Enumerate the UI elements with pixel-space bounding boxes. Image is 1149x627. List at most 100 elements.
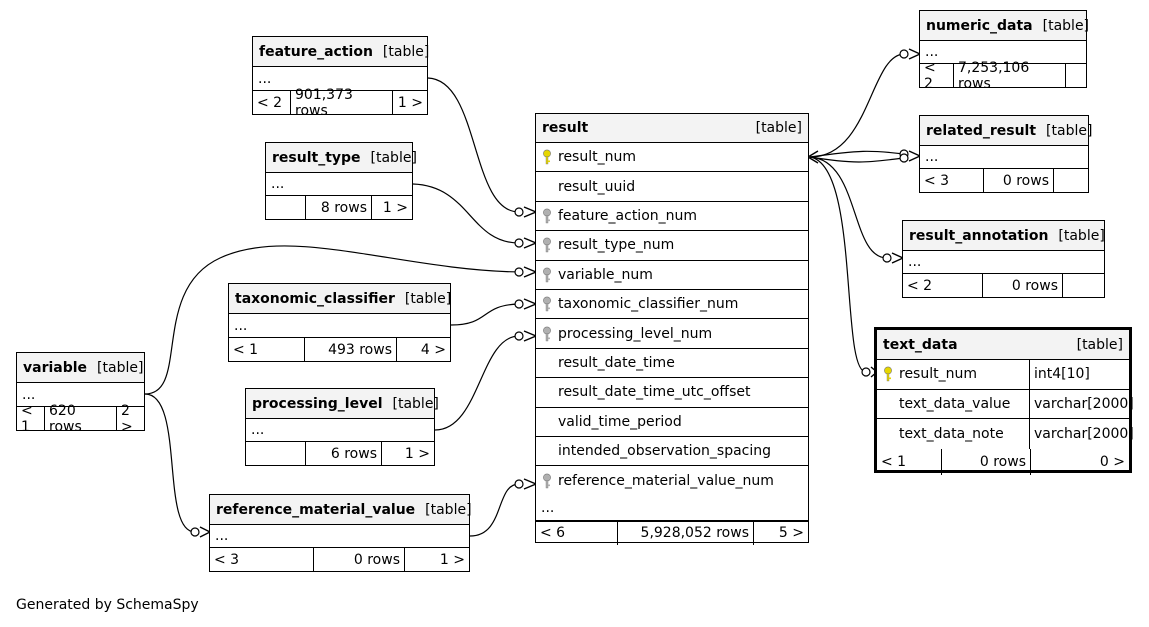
columns-ellipsis: ... (246, 419, 434, 442)
parent-count: < 2 (253, 91, 291, 114)
child-count: 1 > (404, 445, 430, 462)
row-count: 901,373 rows (291, 87, 393, 119)
parent-count (266, 196, 306, 219)
table-kind: [table] (1058, 227, 1105, 244)
column-row[interactable]: text_data_note varchar[2000] (877, 419, 1134, 449)
table-name: result (542, 120, 589, 136)
key-slot (536, 437, 558, 465)
column-row[interactable]: result_num int4[10] (877, 360, 1129, 390)
child-count (1066, 64, 1086, 87)
column-type: varchar[2000] (1029, 389, 1134, 419)
edge-related-result-2 (809, 156, 905, 163)
column-row[interactable]: result_num (536, 143, 808, 173)
row-count: 0 rows (984, 169, 1054, 192)
column-name: result_date_time_utc_offset (558, 384, 751, 401)
row-count: 8 rows (306, 196, 372, 219)
columns-ellipsis: ... (536, 496, 808, 521)
column-name: reference_material_value_num (558, 472, 774, 489)
edge-result-type (412, 183, 520, 244)
table-related-result[interactable]: related_result [table] ... < 3 0 rows (919, 115, 1092, 193)
table-kind: [table] (97, 359, 144, 376)
row-count: 5,928,052 rows (618, 521, 754, 545)
row-count: 0 rows (942, 448, 1031, 475)
column-name: intended_observation_spacing (558, 443, 772, 460)
column-row[interactable]: result_type_num (536, 231, 808, 261)
column-name: result_type_num (558, 237, 675, 254)
column-name: feature_action_num (558, 207, 698, 224)
edge-text-data (809, 156, 867, 373)
foreign-key-icon (536, 466, 558, 495)
column-row[interactable]: feature_action_num (536, 202, 808, 232)
row-count: 493 rows (305, 338, 397, 361)
column-row[interactable]: intended_observation_spacing (536, 437, 808, 467)
column-type: varchar[2000] (1029, 419, 1134, 449)
edge-processing-level (434, 335, 520, 431)
column-name: variable_num (558, 266, 653, 283)
table-kind: [table] (755, 120, 802, 136)
row-count: 620 rows (45, 403, 117, 435)
row-count: 7,253,106 rows (954, 60, 1066, 92)
column-name: taxonomic_classifier_num (558, 296, 739, 313)
columns-ellipsis: ... (903, 251, 1104, 274)
edge-numeric-data (809, 53, 905, 158)
column-name: text_data_note (899, 425, 1004, 442)
column-row[interactable]: result_date_time (536, 349, 808, 379)
parent-count: < 2 (903, 274, 983, 297)
child-count (1063, 274, 1104, 297)
table-name: result_annotation (909, 227, 1049, 244)
foreign-key-icon (536, 231, 558, 259)
child-count (1054, 169, 1088, 192)
primary-key-icon (877, 360, 899, 389)
row-count: 0 rows (314, 548, 405, 571)
table-kind: [table] (1042, 17, 1090, 34)
foreign-key-icon (536, 290, 558, 318)
table-name: result_type (272, 149, 361, 166)
columns-ellipsis: ... (253, 67, 427, 91)
column-type: int4[10] (1029, 360, 1129, 389)
column-name: valid_time_period (558, 413, 682, 430)
edge-feature-action (427, 77, 520, 213)
generated-by-footer: Generated by SchemaSpy (16, 597, 199, 613)
column-row[interactable]: result_uuid (536, 172, 808, 202)
table-result-type[interactable]: result_type [table] ... 8 rows 1 > (265, 142, 417, 220)
table-variable[interactable]: variable [table] ... < 1 620 rows 2 > (16, 352, 145, 435)
table-processing-level[interactable]: processing_level [table] ... 6 rows 1 > (245, 388, 439, 466)
child-count: 1 > (397, 94, 423, 111)
edge-reference-material (469, 483, 520, 537)
column-row[interactable]: reference_material_value_num (536, 466, 808, 495)
table-reference-material-value[interactable]: reference_material_value [table] ... < 3… (209, 494, 472, 572)
key-slot (877, 390, 899, 419)
table-result-annotation[interactable]: result_annotation [table] ... < 2 0 rows (902, 220, 1105, 298)
child-count: 4 > (420, 341, 446, 358)
parent-count: < 2 (920, 60, 954, 92)
child-count: 1 > (439, 551, 465, 568)
column-name: text_data_value (899, 395, 1011, 412)
table-name: related_result (926, 122, 1037, 139)
edge-taxonomic-classifier (450, 303, 520, 326)
table-taxonomic-classifier[interactable]: taxonomic_classifier [table] ... < 1 493… (228, 283, 451, 362)
column-row[interactable]: result_date_time_utc_offset (536, 378, 808, 408)
table-kind: [table] (382, 43, 430, 60)
column-row[interactable]: text_data_value varchar[2000] (877, 389, 1134, 420)
primary-key-icon (536, 143, 558, 171)
parent-count: < 1 (229, 338, 305, 361)
column-row[interactable]: taxonomic_classifier_num (536, 290, 808, 320)
column-name: result_num (899, 366, 977, 383)
table-name: feature_action (259, 43, 373, 60)
column-row[interactable]: variable_num (536, 261, 808, 290)
key-slot (536, 408, 558, 436)
table-feature-action[interactable]: feature_action [table] ... < 2 901,373 r… (252, 36, 430, 119)
column-row[interactable]: valid_time_period (536, 408, 808, 437)
foreign-key-icon (536, 319, 558, 347)
column-row[interactable]: processing_level_num (536, 319, 808, 349)
table-name: reference_material_value (216, 501, 416, 518)
parent-count: < 3 (920, 169, 984, 192)
table-numeric-data[interactable]: numeric_data [table] ... < 2 7,253,106 r… (919, 10, 1090, 92)
table-kind: [table] (425, 501, 472, 518)
foreign-key-icon (536, 261, 558, 289)
key-slot (536, 172, 558, 200)
column-name: result_date_time (558, 354, 675, 371)
